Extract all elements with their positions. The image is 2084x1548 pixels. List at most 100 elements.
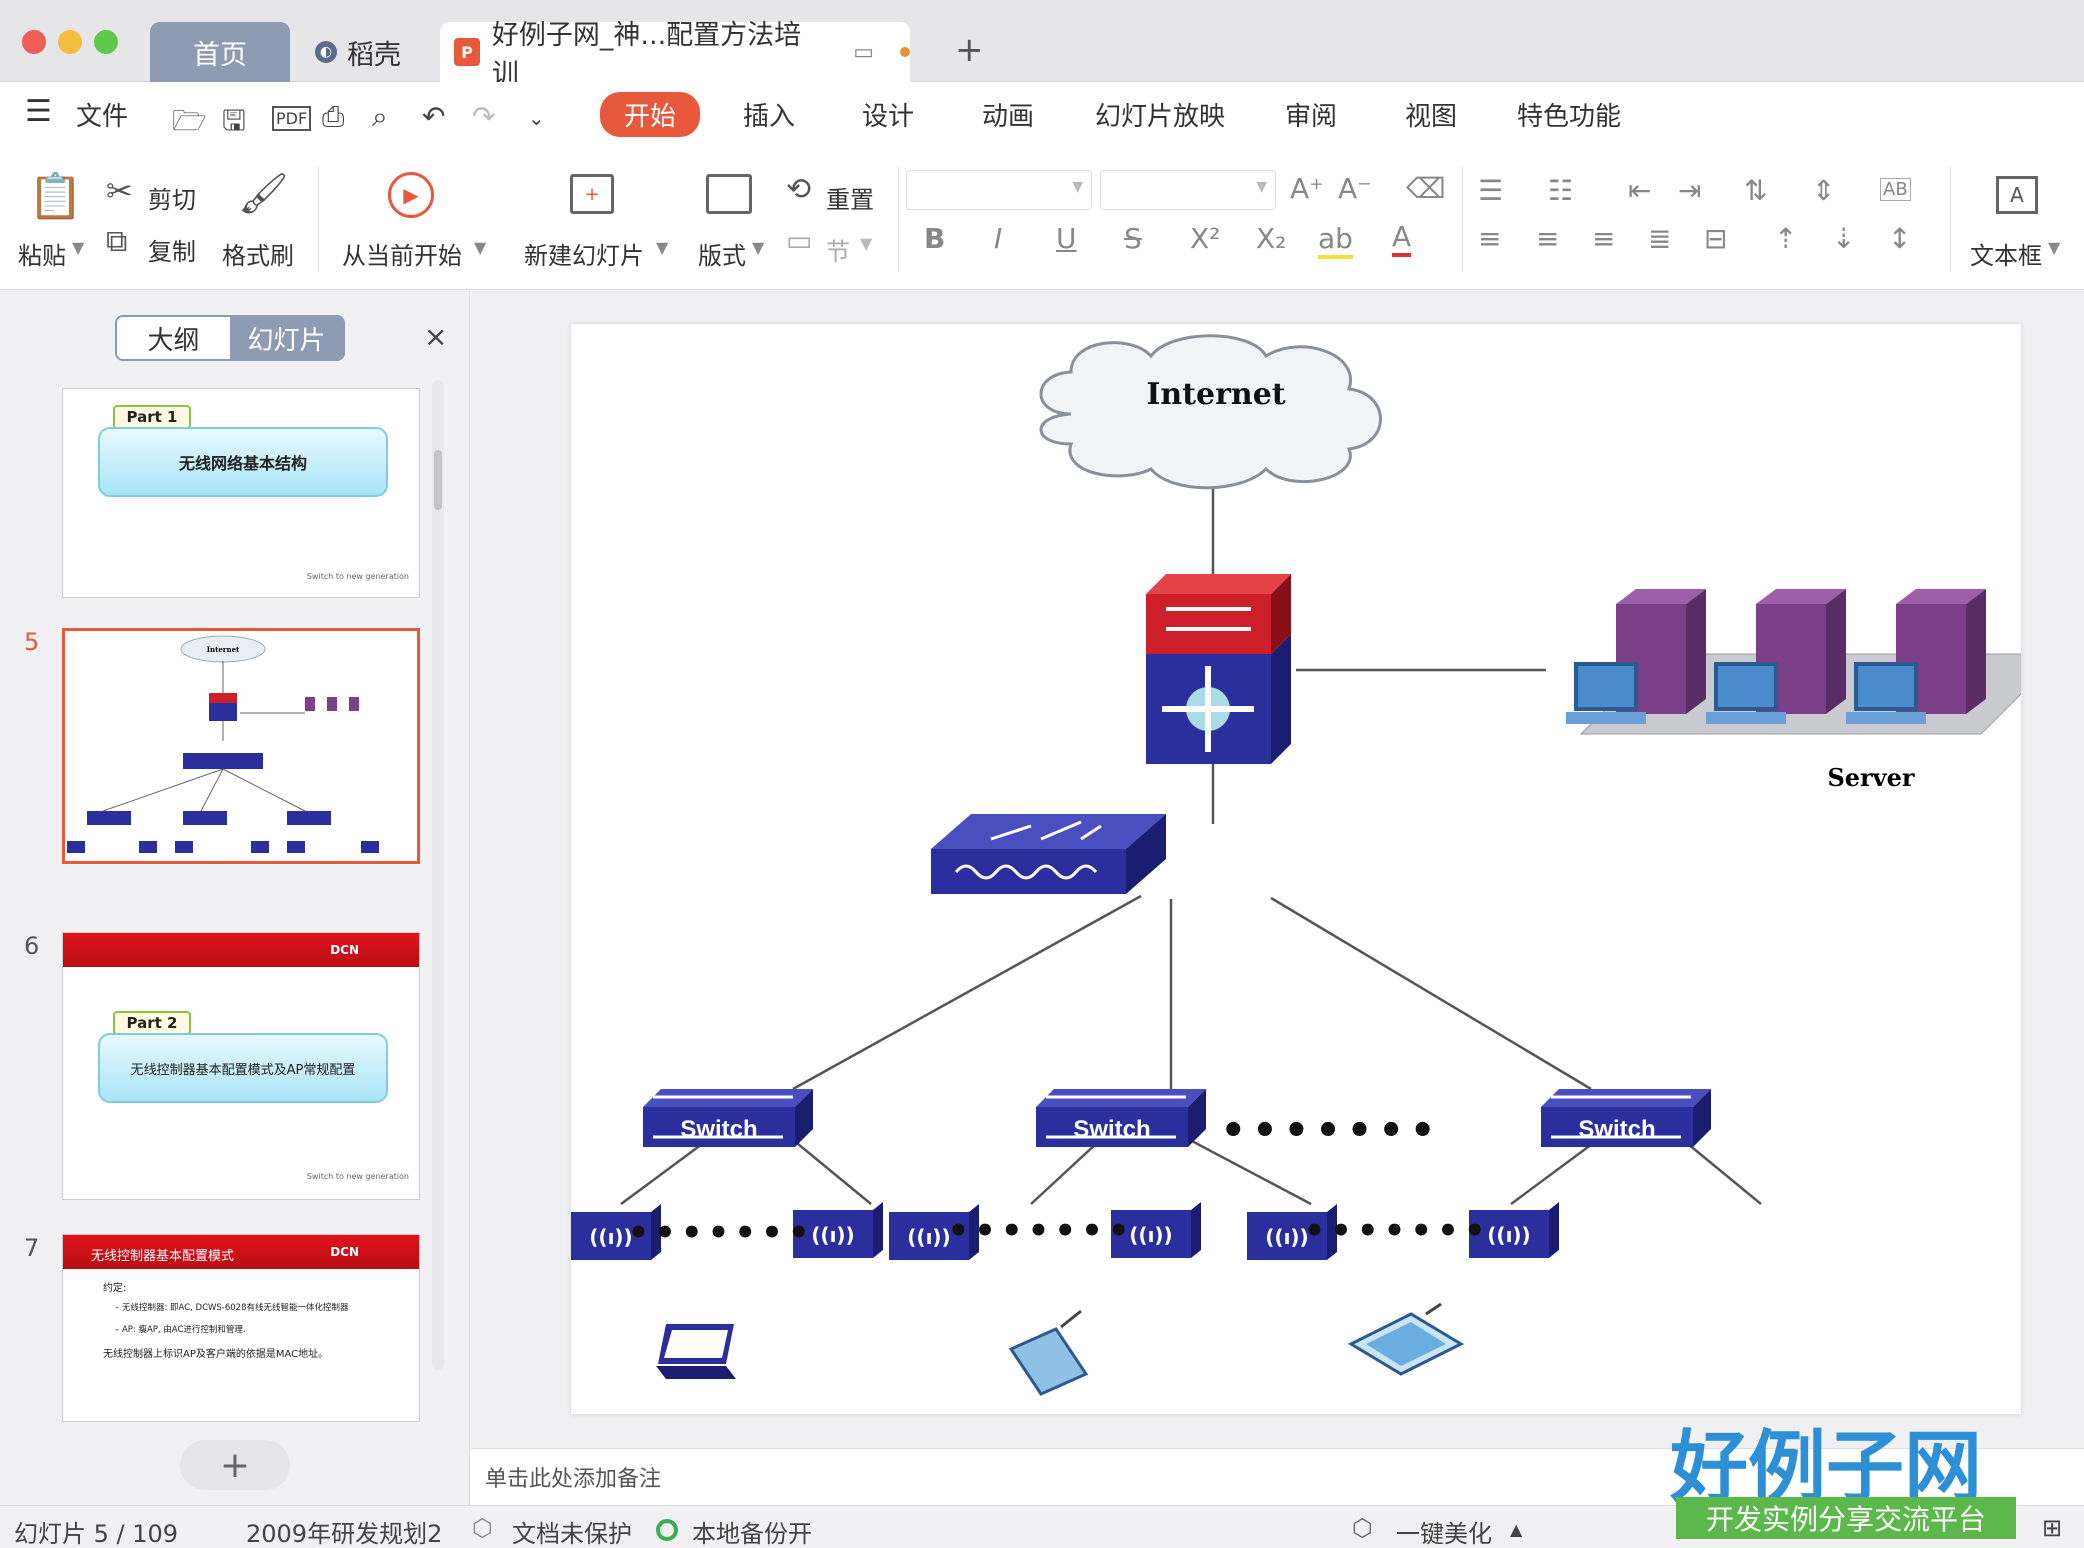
close-window-button[interactable] — [22, 30, 46, 54]
text-box-dropdown-icon[interactable]: ▼ — [2048, 238, 2061, 257]
section-button[interactable]: 节 — [826, 238, 850, 266]
font-family-select[interactable]: ▼ — [906, 170, 1092, 210]
copy-button[interactable]: 复制 — [148, 238, 196, 266]
text-box-icon[interactable]: A — [1996, 176, 2038, 214]
layout-dropdown-icon[interactable]: ▼ — [752, 238, 765, 257]
add-slide-button[interactable]: + — [180, 1440, 290, 1490]
tab-document[interactable]: P 好例子网_神...配置方法培训 ▭ — [440, 20, 910, 90]
layout-button[interactable]: 版式 — [698, 242, 746, 270]
local-backup[interactable]: 本地备份开 — [692, 1520, 812, 1548]
undo-icon[interactable]: ↶ — [422, 100, 446, 133]
beautify-icon[interactable]: ⬡ — [1352, 1514, 1373, 1542]
new-slide-button[interactable]: 新建幻灯片 — [524, 242, 644, 270]
screen-icon[interactable]: ▭ — [853, 39, 875, 65]
menu-design[interactable]: 设计 — [862, 102, 915, 132]
reset-icon[interactable]: ⟲ — [786, 172, 812, 207]
print-icon[interactable]: ⎙ — [322, 100, 345, 133]
play-dropdown-icon[interactable]: ▼ — [474, 238, 487, 257]
minimize-window-button[interactable] — [58, 30, 82, 54]
new-slide-dropdown-icon[interactable]: ▼ — [656, 238, 669, 257]
font-color-icon[interactable]: A — [1392, 220, 1412, 257]
columns-icon[interactable]: ⇣ — [1832, 222, 1856, 255]
scissors-icon[interactable]: ✂ — [106, 172, 133, 210]
slide-thumbnail-6[interactable]: DCN Part 2 无线控制器基本配置模式及AP常规配置 Switch to … — [62, 932, 420, 1200]
close-panel-button[interactable]: × — [424, 320, 448, 353]
menu-animation[interactable]: 动画 — [982, 102, 1035, 132]
copy-icon[interactable]: ⧉ — [106, 224, 128, 259]
menu-special[interactable]: 特色功能 — [1517, 102, 1622, 132]
increase-font-icon[interactable]: A⁺ — [1290, 172, 1324, 205]
theme-name[interactable]: 2009年研发规划2 — [246, 1520, 443, 1548]
menu-insert[interactable]: 插入 — [743, 102, 796, 132]
align-right-icon[interactable]: ≡ — [1592, 222, 1616, 255]
notes-pane[interactable]: 单击此处添加备注 — [471, 1448, 2084, 1505]
slide-thumbnail-7[interactable]: 无线控制器基本配置模式 DCN 约定: – 无线控制器: 即AC, DCWS-6… — [62, 1234, 420, 1422]
align-left-icon[interactable]: ≡ — [1478, 222, 1502, 255]
italic-icon[interactable]: I — [994, 222, 1003, 255]
reset-button[interactable]: 重置 — [826, 186, 874, 214]
play-from-current-button[interactable]: 从当前开始 — [342, 242, 462, 270]
section-icon[interactable]: ▭ — [786, 224, 813, 257]
current-slide[interactable]: Internet — [571, 324, 2063, 1414]
distribute-icon[interactable]: ⊟ — [1704, 222, 1728, 255]
export-pdf-icon[interactable]: PDF — [272, 106, 312, 131]
menu-view[interactable]: 视图 — [1405, 102, 1458, 132]
strikethrough-icon[interactable]: S — [1124, 222, 1142, 255]
zoom-window-button[interactable] — [94, 30, 118, 54]
highlight-icon[interactable]: ab — [1318, 222, 1353, 259]
menu-file[interactable]: 文件 — [76, 102, 129, 132]
paste-dropdown-icon[interactable]: ▼ — [72, 238, 85, 257]
menu-slideshow[interactable]: 幻灯片放映 — [1095, 102, 1226, 132]
numbered-list-icon[interactable]: ☷ — [1548, 174, 1574, 207]
hamburger-menu-icon[interactable]: ☰ — [25, 94, 52, 129]
tab-home[interactable]: 首页 — [150, 22, 290, 82]
vertical-align-icon[interactable]: ↕ — [1888, 222, 1912, 255]
document-protection[interactable]: 文档未保护 — [512, 1520, 632, 1548]
justify-icon[interactable]: ≣ — [1648, 222, 1672, 255]
text-box-button[interactable]: 文本框 — [1970, 242, 2042, 270]
new-tab-button[interactable]: + — [955, 30, 984, 70]
save-icon[interactable]: 🖫 — [222, 104, 246, 137]
underline-icon[interactable]: U — [1056, 222, 1077, 255]
paste-icon[interactable]: 📋 — [28, 171, 83, 222]
paragraph-spacing-icon[interactable]: ⇡ — [1774, 222, 1798, 255]
format-painter-button[interactable]: 格式刷 — [222, 242, 294, 270]
grid-view-icon[interactable]: ⊞ — [2042, 1514, 2063, 1542]
slide-thumbnail-5[interactable]: Internet — [62, 628, 420, 864]
open-folder-icon[interactable]: 🗁 — [172, 104, 207, 137]
one-click-beautify[interactable]: 一键美化 — [1396, 1520, 1492, 1548]
tab-outline[interactable]: 大纲 — [117, 317, 230, 359]
beautify-dropdown-icon[interactable]: ▲ — [1510, 1520, 1523, 1539]
align-center-icon[interactable]: ≡ — [1536, 222, 1560, 255]
new-slide-icon[interactable]: + — [570, 174, 614, 214]
customize-dropdown-icon[interactable]: ⌄ — [528, 106, 545, 130]
section-dropdown-icon[interactable]: ▼ — [860, 234, 873, 253]
menu-review[interactable]: 审阅 — [1285, 102, 1338, 132]
panel-scroll-thumb[interactable] — [434, 450, 442, 510]
bullet-list-icon[interactable]: ☰ — [1478, 174, 1504, 207]
tab-slides[interactable]: 幻灯片 — [230, 317, 343, 359]
subscript-icon[interactable]: X₂ — [1256, 222, 1287, 255]
menu-start[interactable]: 开始 — [600, 92, 701, 137]
increase-indent-icon[interactable]: ⇥ — [1678, 174, 1702, 207]
notes-placeholder[interactable]: 单击此处添加备注 — [485, 1467, 662, 1492]
superscript-icon[interactable]: X² — [1190, 222, 1221, 255]
play-icon[interactable]: ▶ — [388, 172, 434, 218]
print-preview-icon[interactable]: ⌕ — [372, 100, 388, 133]
panel-scrollbar[interactable] — [432, 380, 444, 1370]
text-direction-icon[interactable]: AB — [1880, 178, 1911, 201]
line-spacing-icon[interactable]: ⇕ — [1812, 174, 1836, 207]
font-size-select[interactable]: ▼ — [1100, 170, 1276, 210]
decrease-font-icon[interactable]: A⁻ — [1338, 172, 1372, 205]
layout-icon[interactable] — [706, 174, 752, 214]
tab-docer[interactable]: ◐ 稻壳 — [305, 22, 430, 82]
cut-button[interactable]: 剪切 — [148, 186, 196, 214]
bold-icon[interactable]: B — [924, 222, 946, 255]
slide-thumbnail-4[interactable]: Part 1 无线网络基本结构 Switch to new generation — [62, 388, 420, 598]
format-painter-icon[interactable]: 🖌 — [238, 171, 289, 217]
clear-format-icon[interactable]: ⌫ — [1406, 172, 1446, 205]
sort-icon[interactable]: ⇅ — [1744, 174, 1768, 207]
decrease-indent-icon[interactable]: ⇤ — [1628, 174, 1652, 207]
redo-icon[interactable]: ↷ — [472, 100, 496, 133]
paste-button[interactable]: 粘贴 — [18, 242, 66, 270]
